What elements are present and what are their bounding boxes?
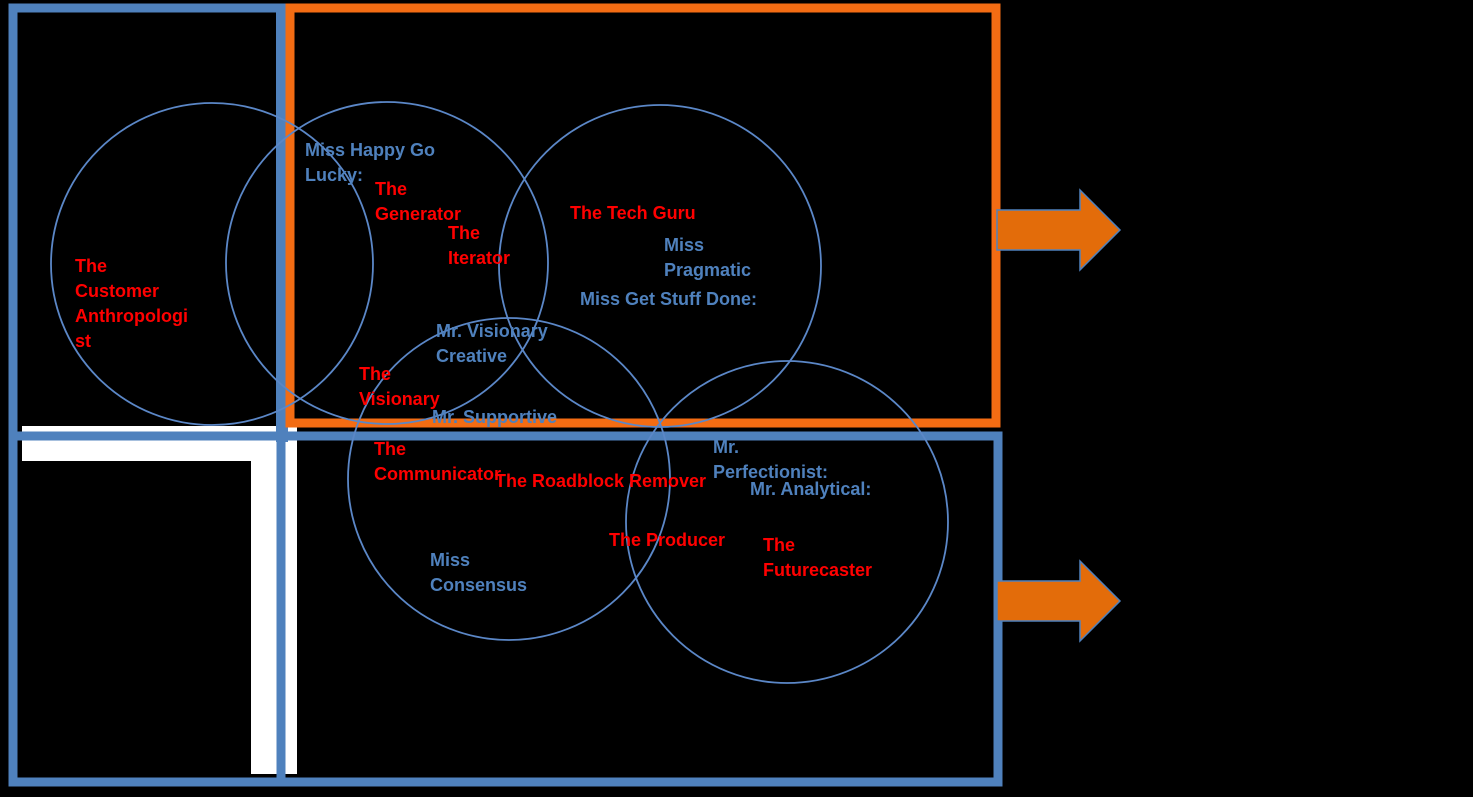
- top-orange-frame: [285, 3, 1001, 428]
- left-blue-frame: [8, 3, 286, 787]
- label-the-futurecaster: The Futurecaster: [763, 535, 873, 580]
- label-the-communicator: The Communicator: [374, 439, 502, 484]
- label-the-visionary: The Visionary: [359, 364, 440, 409]
- label-miss-consensus: Miss Consensus: [430, 550, 528, 595]
- label-the-roadblock-remover: The Roadblock Remover: [495, 471, 707, 491]
- arrow-right-top: [996, 188, 1122, 272]
- label-mr-analytical: Mr. Analytical:: [750, 479, 872, 499]
- circle-futurecaster: [625, 360, 949, 684]
- label-customer-anthropologist: The Customer Anthropologi st: [75, 256, 188, 351]
- top-left-blue-corner: [276, 6, 288, 442]
- label-miss-get-stuff-done: Miss Get Stuff Done:: [580, 289, 758, 309]
- label-mr-perfectionist: Mr. Perfectionist:: [713, 437, 829, 482]
- label-the-iterator: The Iterator: [448, 223, 511, 268]
- circle-communicator: [347, 317, 671, 641]
- circle-customer-anthropologist: [50, 102, 374, 426]
- circle-tech-guru: [498, 104, 822, 428]
- arrow-right-bottom: [996, 559, 1122, 643]
- label-miss-pragmatic: Miss Pragmatic: [664, 235, 752, 280]
- white-block-vertical: [251, 426, 297, 774]
- label-the-producer: The Producer: [609, 530, 726, 550]
- label-miss-happy-go-lucky: Miss Happy Go Lucky:: [305, 140, 436, 185]
- label-mr-supportive: Mr. Supportive: [432, 407, 558, 427]
- label-the-tech-guru: The Tech Guru: [570, 203, 696, 223]
- label-mr-visionary-creative: Mr. Visionary Creative: [436, 321, 548, 366]
- circle-generator: [225, 101, 549, 425]
- label-the-generator: The Generator: [375, 179, 462, 224]
